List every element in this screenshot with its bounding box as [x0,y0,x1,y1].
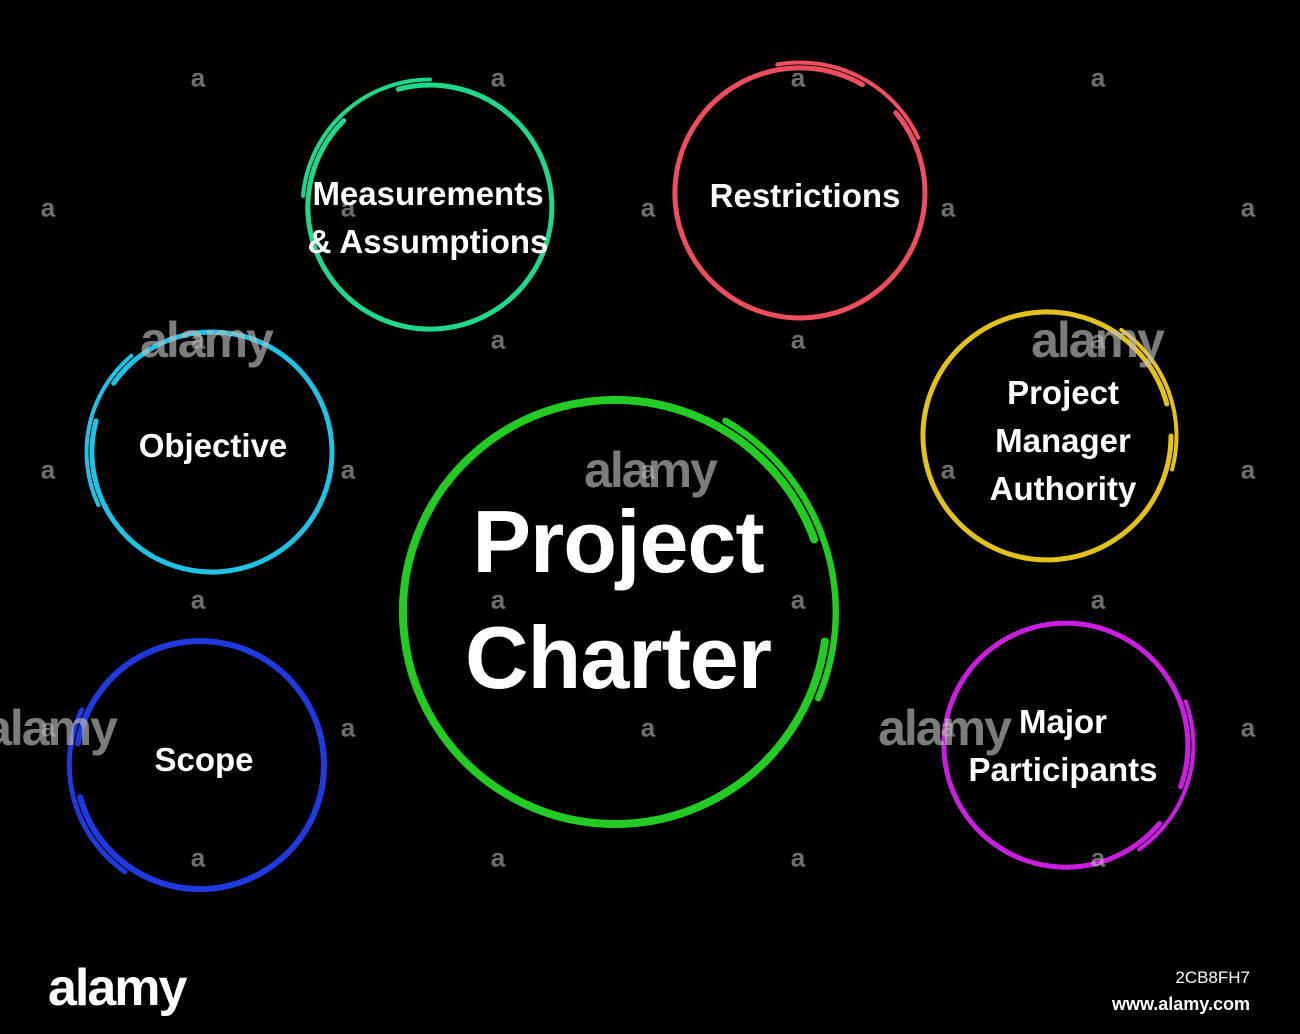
watermark-mark: a [1090,584,1106,615]
watermark-mark: a [640,192,656,223]
participants-ring-tail [1137,699,1196,852]
watermark-mark: a [790,842,806,873]
watermark-mark: a [640,454,656,485]
scope-ring-tail [66,707,128,875]
scope-ring-stroke [74,638,327,893]
pm-authority-ring-stroke [920,309,1174,563]
watermark-alamy: alamy [140,312,274,368]
restrictions-label: Restrictions [709,177,901,214]
watermark-mark: a [190,62,206,93]
watermark-mark: a [340,192,356,223]
watermark-alamy: alamy [1031,312,1165,368]
scope-circle [66,638,327,893]
watermark-mark: a [940,454,956,485]
watermark-mark: a [790,324,806,355]
watermark-mark: a [40,712,56,743]
watermark-alamy: alamy [0,700,118,756]
watermark-mark: a [1240,712,1256,743]
watermark-mark: a [190,584,206,615]
watermark-mark: a [640,712,656,743]
watermark-mark: a [940,192,956,223]
watermark-mark: a [40,454,56,485]
measurements-label: Measurements & Assumptions [307,175,549,260]
measurements-ring-stroke [305,82,555,332]
participants-ring-stroke [941,620,1191,870]
image-id-block: 2CB8FH7 www.alamy.com [1112,965,1250,1017]
center-ring-stroke [398,396,829,828]
objective-circle [84,329,335,575]
objective-ring-tail [84,353,134,507]
participants-label: Major Participants [968,703,1158,788]
watermark-mark: a [490,584,506,615]
watermark-mark: a [1090,324,1106,355]
watermark-mark: a [490,842,506,873]
scope-label: Scope [154,741,254,778]
alamy-logo: alamy [48,959,187,1017]
watermark-mark: a [1240,454,1256,485]
restrictions-circle [672,60,928,321]
watermark-mark: a [340,712,356,743]
source-url: www.alamy.com [1111,994,1250,1014]
watermark-mark: a [490,324,506,355]
watermark-mark: a [940,712,956,743]
restrictions-ring-tail [775,60,921,140]
watermark-mark: a [340,454,356,485]
center-label: Project Charter [465,492,772,707]
watermark-alamy: alamy [878,700,1012,756]
participants-circle [941,620,1196,870]
center-ring-tail [722,417,839,702]
objective-label: Objective [138,427,288,464]
watermark-mark: a [40,192,56,223]
image-id: 2CB8FH7 [1175,968,1250,987]
watermark-mark: a [190,324,206,355]
center-circle [398,396,839,828]
watermark-mark: a [1090,62,1106,93]
pm-authority-ring-tail [1119,327,1179,472]
restrictions-ring-stroke [672,65,928,321]
pm-authority-label: Project Manager Authority [989,374,1137,507]
watermark-mark: a [1090,842,1106,873]
watermark-mark: a [490,62,506,93]
watermark-mark: a [790,584,806,615]
watermark-alamy: alamy [584,442,718,498]
watermark-mark: a [1240,192,1256,223]
watermark-mark: a [790,62,806,93]
measurements-ring-tail [301,77,432,198]
measurements-circle [301,77,555,332]
objective-ring-stroke [89,329,335,575]
watermark-mark: a [190,842,206,873]
pm-authority-circle [920,309,1179,563]
